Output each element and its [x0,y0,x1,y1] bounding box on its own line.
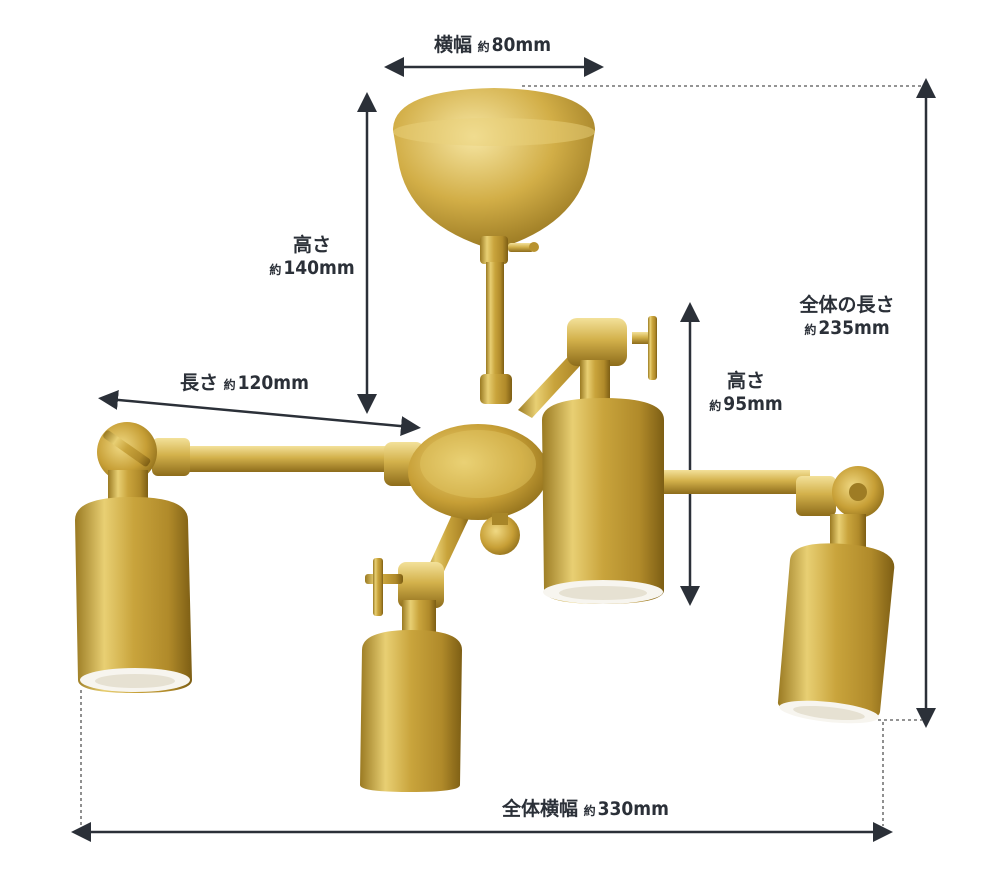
width-top-value: 80mm [491,34,552,56]
shade-center-right [542,398,664,604]
width-top-prefix: 約 [477,40,490,54]
height-canopy-prefix: 約 [269,263,282,277]
height-shade-prefix: 約 [709,399,722,413]
arm-length-prefix: 約 [223,378,236,392]
height-canopy-value: 140mm [283,257,355,279]
arm-left [97,422,424,500]
center-stem [486,262,504,382]
ceiling-canopy [393,88,595,264]
total-width-title: 全体横幅 [502,798,579,820]
extension-lines [80,85,922,826]
shade-front [360,630,462,792]
width-top-title: 横幅 [434,34,473,56]
total-width-prefix: 約 [583,804,596,818]
total-length-title: 全体の長さ [799,294,895,316]
arm-length-arrow [98,389,421,437]
height-shade-title: 高さ [726,370,765,392]
arm-front [365,508,470,644]
total-length-value: 235mm [818,317,890,339]
shade-left [75,497,192,693]
center-hub [408,424,548,555]
arm-length-value: 120mm [237,372,309,394]
shade-right [777,543,895,724]
total-length-prefix: 約 [804,323,817,337]
dimension-lines [71,57,936,842]
arm-right [650,466,884,550]
height-shade-value: 95mm [723,393,783,415]
arm-length-title: 長さ [180,372,219,394]
height-canopy-title: 高さ [292,234,331,256]
total-width-value: 330mm [597,798,669,820]
